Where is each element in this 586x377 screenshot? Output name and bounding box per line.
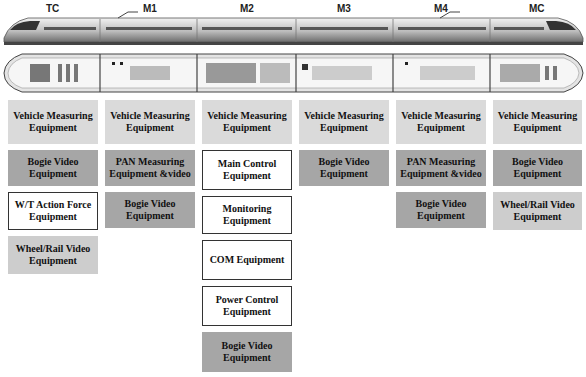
equipment-name: PAN Measuring Equipment &video	[105, 156, 195, 180]
equipment-box: Wheel/Rail Video Equipment	[8, 236, 98, 274]
car-label: TC	[46, 3, 59, 14]
equipment-name: Vehicle Measuring Equipment	[299, 110, 389, 134]
equipment-name: Monitoring Equipment	[203, 203, 291, 227]
equipment-name: Vehicle Measuring Equipment	[105, 110, 195, 134]
car-label: M4	[434, 3, 448, 14]
car-label: M3	[337, 3, 351, 14]
equipment-name: Wheel/Rail Video Equipment	[493, 199, 582, 223]
equipment-name: Bogie Video Equipment	[493, 156, 582, 180]
equipment-box: Bogie Video Equipment	[299, 150, 389, 186]
car-label: M2	[240, 3, 254, 14]
equipment-name: COM Equipment	[206, 254, 289, 266]
equipment-box: PAN Measuring Equipment &video	[105, 150, 195, 186]
equipment-box-outlined: W/T Action Force Equipment	[8, 192, 98, 230]
equipment-name: Vehicle Measuring Equipment	[493, 110, 582, 134]
train-illustration	[0, 0, 586, 100]
equipment-name: W/T Action Force Equipment	[9, 199, 97, 223]
equipment-box: Vehicle Measuring Equipment	[105, 100, 195, 144]
equipment-name: Bogie Video Equipment	[8, 156, 98, 180]
equipment-box: Bogie Video Equipment	[105, 192, 195, 228]
equipment-box: Vehicle Measuring Equipment	[8, 100, 98, 144]
car-label: M1	[143, 3, 157, 14]
equipment-box: Bogie Video Equipment	[8, 150, 98, 186]
equipment-box: Bogie Video Equipment	[396, 192, 486, 228]
equipment-box-outlined: Monitoring Equipment	[202, 196, 292, 234]
equipment-box: Bogie Video Equipment	[493, 150, 582, 186]
equipment-name: Bogie Video Equipment	[202, 340, 292, 364]
equipment-box: Vehicle Measuring Equipment	[202, 100, 292, 144]
equipment-box: PAN Measuring Equipment &video	[396, 150, 486, 186]
equipment-name: Bogie Video Equipment	[105, 198, 195, 222]
equipment-name: Bogie Video Equipment	[396, 198, 486, 222]
equipment-name: PAN Measuring Equipment &video	[396, 156, 486, 180]
equipment-name: Vehicle Measuring Equipment	[396, 110, 486, 134]
equipment-box-outlined: Power Control Equipment	[202, 286, 292, 326]
equipment-name: Main Control Equipment	[203, 158, 291, 182]
equipment-box: Bogie Video Equipment	[202, 332, 292, 372]
equipment-name: Power Control Equipment	[203, 294, 291, 318]
equipment-name: Bogie Video Equipment	[299, 156, 389, 180]
equipment-box: Vehicle Measuring Equipment	[493, 100, 582, 144]
equipment-box-outlined: COM Equipment	[202, 240, 292, 280]
equipment-name: Wheel/Rail Video Equipment	[8, 243, 98, 267]
equipment-box-outlined: Main Control Equipment	[202, 150, 292, 190]
equipment-box: Vehicle Measuring Equipment	[396, 100, 486, 144]
equipment-name: Vehicle Measuring Equipment	[202, 110, 292, 134]
equipment-box: Vehicle Measuring Equipment	[299, 100, 389, 144]
equipment-box: Wheel/Rail Video Equipment	[493, 192, 582, 230]
car-label: MC	[529, 3, 545, 14]
equipment-name: Vehicle Measuring Equipment	[8, 110, 98, 134]
